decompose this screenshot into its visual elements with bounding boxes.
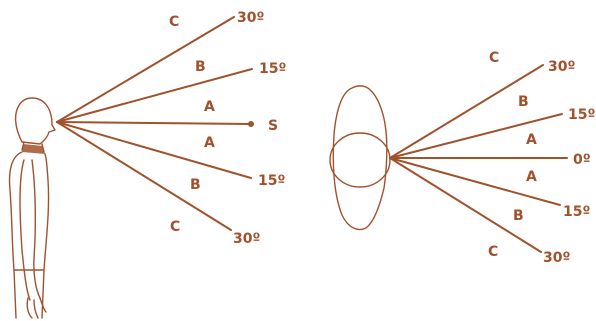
top-angle-label-center: 0º (573, 152, 591, 168)
side-zone-label-a-upper: A (204, 99, 215, 115)
person-torso (10, 152, 49, 270)
top-angle-label-up-15: 15º (568, 107, 595, 123)
side-angle-label-center: S (268, 118, 278, 134)
top-ray-down-30 (390, 158, 541, 252)
top-zone-label-c-upper: C (489, 50, 499, 66)
person-arm (20, 160, 40, 300)
side-angle-label-up-30: 30º (237, 10, 264, 26)
top-angle-label-down-30: 30º (543, 250, 570, 266)
top-angle-label-up-30: 30º (548, 59, 575, 75)
top-view-body (333, 86, 387, 230)
side-angle-label-down-30: 30º (233, 231, 260, 247)
side-angle-label-down-15: 15º (258, 173, 285, 189)
top-view: 30º 15º 0º 15º 30º C B A A B C (330, 50, 595, 266)
person-collar-fill (22, 144, 45, 154)
person-head (16, 98, 55, 144)
side-zone-label-b-upper: B (195, 59, 206, 75)
ray-center (57, 122, 250, 124)
ray-center-endpoint (248, 121, 254, 127)
top-zone-label-a-upper: A (526, 132, 537, 148)
top-ray-up-30 (390, 65, 543, 158)
side-angle-label-up-15: 15º (259, 61, 286, 77)
person-legs (14, 270, 44, 318)
top-zone-label-c-lower: C (488, 244, 498, 260)
top-angle-label-down-15: 15º (563, 204, 590, 220)
side-zone-label-b-lower: B (190, 177, 201, 193)
top-zone-label-a-lower: A (526, 169, 537, 185)
top-view-figure (330, 86, 390, 230)
top-zone-label-b-upper: B (518, 94, 529, 110)
ray-down-15 (57, 122, 251, 178)
side-zone-label-c-lower: C (170, 219, 180, 235)
side-zone-label-c-upper: C (169, 14, 179, 30)
side-view: 30º 15º S 15º 30º C B A A B C (10, 10, 287, 318)
top-view-head (330, 133, 390, 187)
person-figure (10, 98, 56, 318)
top-zone-label-b-lower: B (513, 208, 524, 224)
side-zone-label-a-lower: A (204, 135, 215, 151)
ray-up-15 (57, 69, 252, 122)
